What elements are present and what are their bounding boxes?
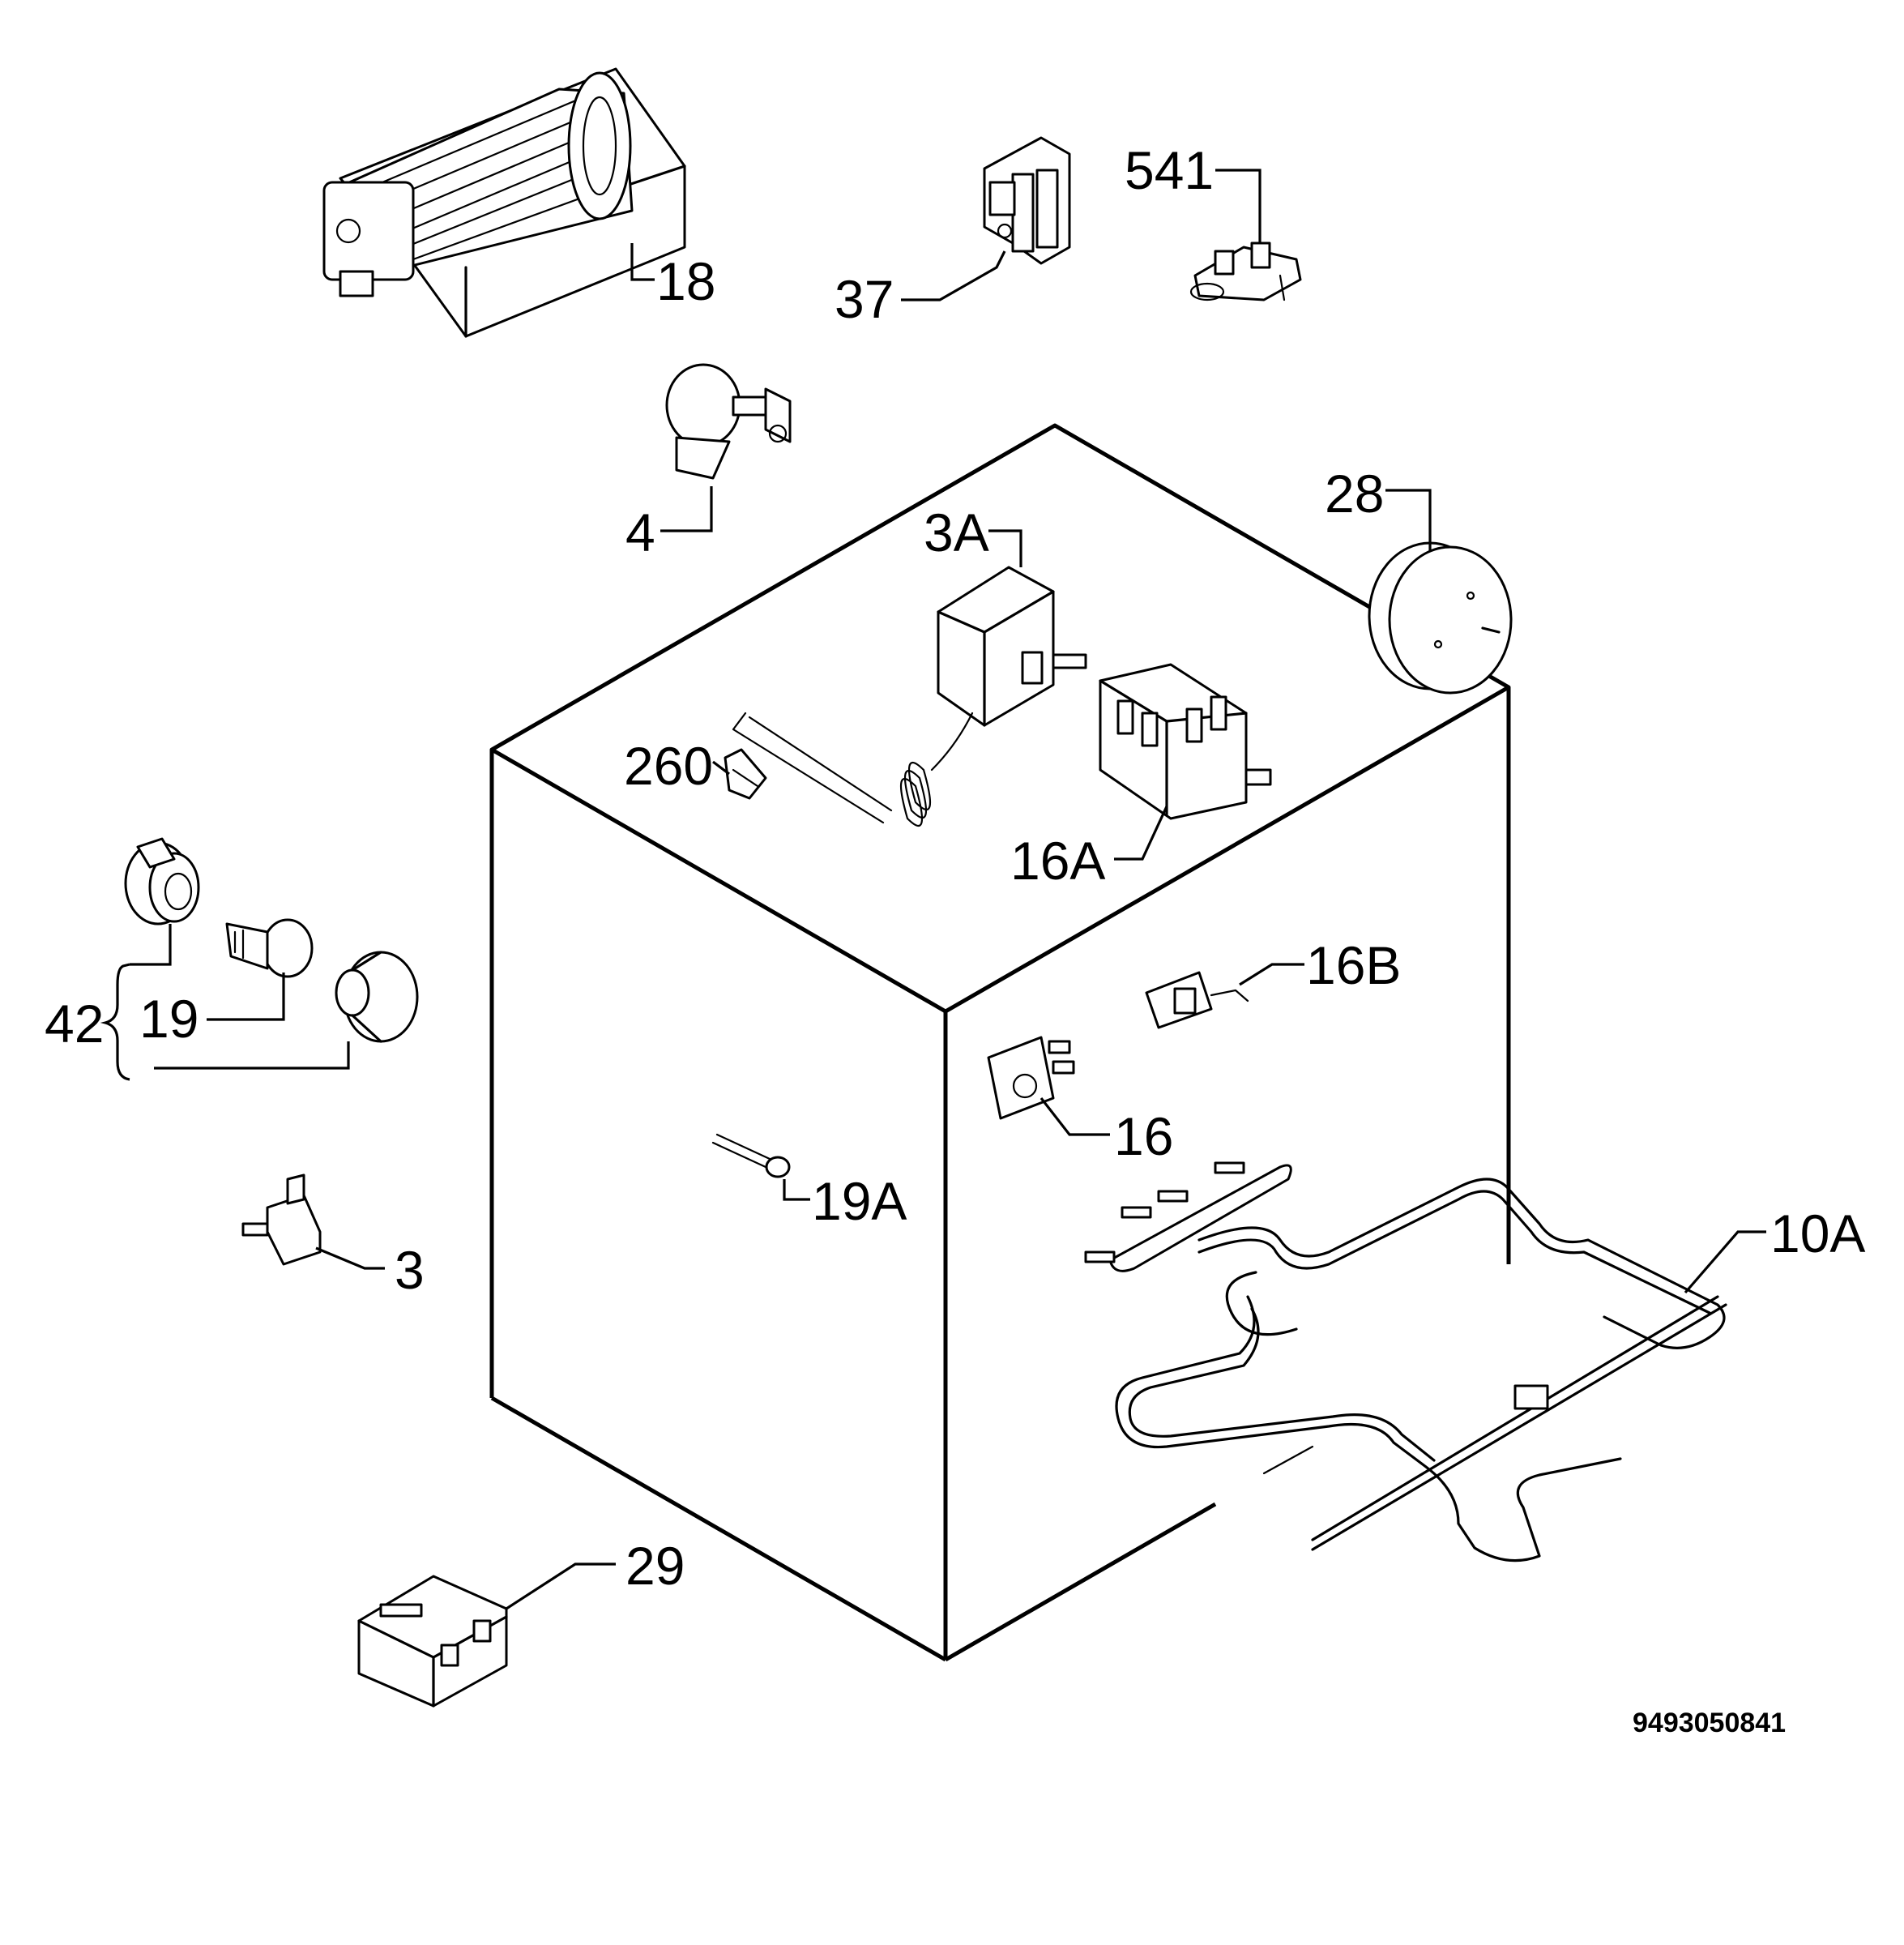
selector-switch-part: 16A	[1010, 663, 1272, 891]
switch-16b-part: 16B	[1145, 935, 1401, 1029]
tangential-fan-part: 18	[322, 67, 715, 338]
callout-19a: 19A	[812, 1171, 907, 1231]
switch-16-part: 16	[987, 1036, 1173, 1166]
timer-part: 28	[1325, 464, 1513, 695]
callout-3a: 3A	[924, 502, 989, 562]
oven-cavity	[489, 423, 1511, 1662]
callout-29: 29	[625, 1536, 685, 1596]
callout-4: 4	[625, 502, 655, 562]
wire-terminal-part: 19A	[711, 1133, 907, 1231]
callout-3: 3	[395, 1240, 425, 1300]
lamp-assembly: 42 19	[45, 837, 419, 1081]
thermostat-part: 3A	[732, 502, 1087, 827]
callout-19: 19	[139, 989, 199, 1049]
callout-42: 42	[45, 994, 104, 1054]
clip-part: 260	[624, 736, 767, 800]
callout-37: 37	[835, 269, 894, 329]
callout-16b: 16B	[1306, 935, 1401, 995]
callout-16a: 16A	[1010, 831, 1105, 891]
callout-16: 16	[1114, 1106, 1173, 1166]
callout-28: 28	[1325, 464, 1384, 524]
connector-part: 541	[1125, 140, 1302, 301]
callout-260: 260	[624, 736, 713, 796]
callout-18: 18	[656, 251, 715, 311]
callout-541: 541	[1125, 140, 1214, 200]
callout-10a: 10A	[1770, 1203, 1865, 1263]
thermal-cutout-part: 3	[241, 1173, 425, 1300]
grill-element-part: 10A	[1084, 1161, 1865, 1562]
relay-part: 29	[357, 1536, 685, 1708]
document-code: 9493050841	[1633, 1708, 1786, 1738]
motor-part: 4	[625, 363, 792, 562]
door-switch-part: 37	[835, 136, 1071, 329]
